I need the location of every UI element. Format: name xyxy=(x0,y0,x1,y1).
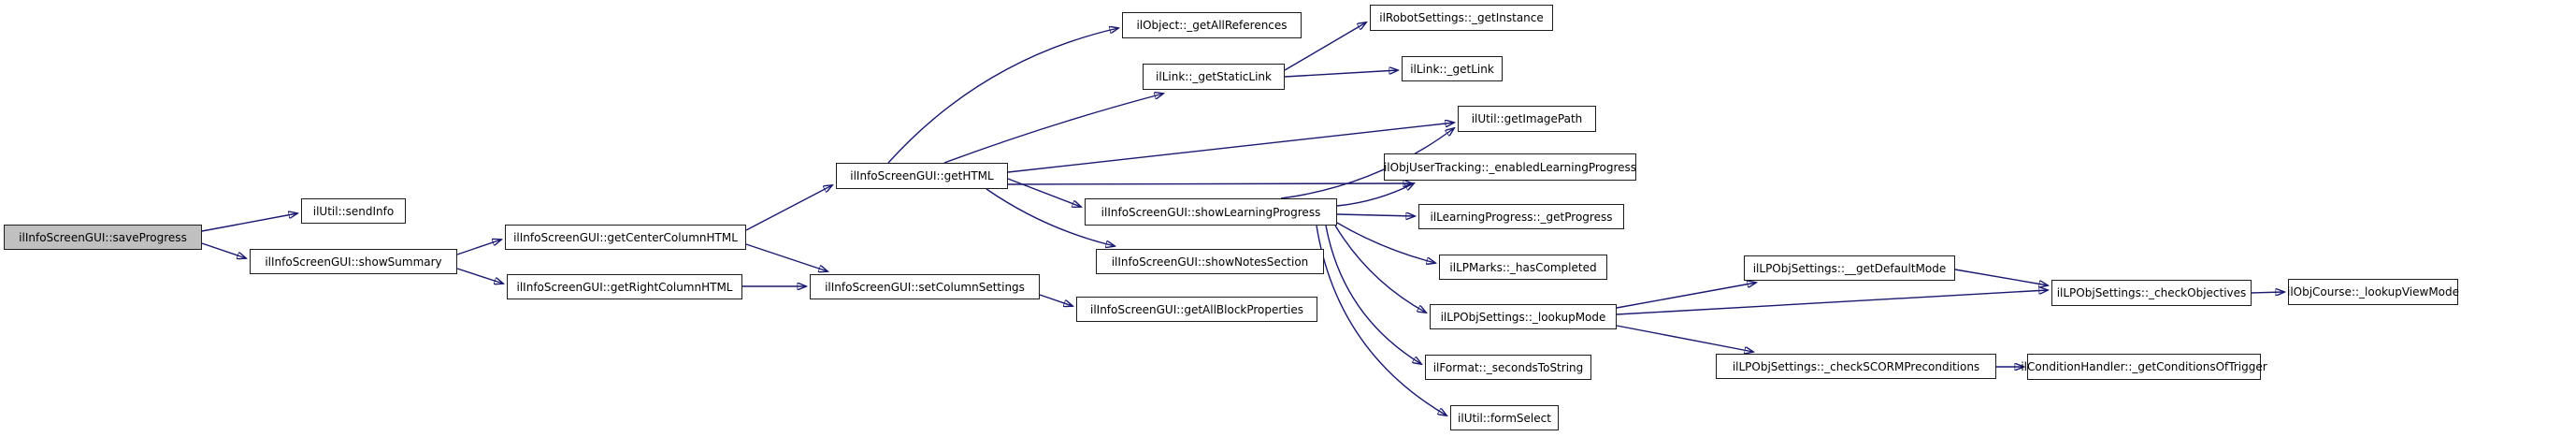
edge-showSummary-getCenterColumnHTML xyxy=(456,240,501,255)
edge-getHTML-getImagePath xyxy=(1007,123,1454,173)
edge-getStaticLink-getLink xyxy=(1284,70,1398,78)
graph-node-showNotesSection[interactable]: ilInfoScreenGUI::showNotesSection xyxy=(1096,249,1324,274)
graph-node-getConditionsOfTrigger[interactable]: ilConditionHandler::_getConditionsOfTrig… xyxy=(2021,354,2267,380)
edge-checkObjectives-lookupViewMode xyxy=(2251,292,2284,293)
edge-showLearningProgress-lookupMode xyxy=(1334,225,1426,313)
graph-node-checkObjectives[interactable]: ilLPObjSettings::_checkObjectives xyxy=(2051,280,2252,306)
graph-node-getImagePath[interactable]: ilUtil::getImagePath xyxy=(1458,106,1596,132)
graph-node-saveProgress: ilInfoScreenGUI::saveProgress xyxy=(4,225,202,250)
graph-node-enabledLearningProgress[interactable]: ilObjUserTracking::_enabledLearningProgr… xyxy=(1384,153,1636,181)
graph-node-hasCompleted[interactable]: ilLPMarks::_hasCompleted xyxy=(1439,255,1607,280)
edge-saveProgress-showSummary xyxy=(201,242,246,258)
edge-lookupMode-getDefaultMode xyxy=(1616,283,1756,309)
graph-node-setColumnSettings[interactable]: ilInfoScreenGUI::setColumnSettings xyxy=(810,274,1040,299)
graph-node-showLearningProgress[interactable]: ilInfoScreenGUI::showLearningProgress xyxy=(1085,198,1337,226)
graph-node-getCenterColumnHTML[interactable]: ilInfoScreenGUI::getCenterColumnHTML xyxy=(505,225,746,250)
graph-node-getLink[interactable]: ilLink::_getLink xyxy=(1402,56,1503,81)
edge-saveProgress-sendInfo xyxy=(201,213,297,232)
edge-getStaticLink-getInstance xyxy=(1284,22,1366,71)
graph-node-getProgress[interactable]: ilLearningProgress::_getProgress xyxy=(1418,204,1624,229)
graph-node-lookupMode[interactable]: ilLPObjSettings::_lookupMode xyxy=(1430,304,1617,329)
graph-node-secondsToString[interactable]: ilFormat::_secondsToString xyxy=(1425,355,1591,380)
graph-node-lookupViewMode[interactable]: ilObjCourse::_lookupViewMode xyxy=(2287,279,2459,305)
edge-showLearningProgress-hasCompleted xyxy=(1336,222,1435,263)
graph-node-getRightColumnHTML[interactable]: ilInfoScreenGUI::getRightColumnHTML xyxy=(507,274,742,299)
edge-setColumnSettings-getAllBlockProperties xyxy=(1039,294,1072,306)
edge-getHTML-getAllReferences xyxy=(887,28,1118,164)
graph-node-getInstance[interactable]: ilRobotSettings::_getInstance xyxy=(1370,5,1553,31)
graph-node-formSelect[interactable]: ilUtil::formSelect xyxy=(1450,405,1559,430)
graph-node-getStaticLink[interactable]: ilLink::_getStaticLink xyxy=(1143,64,1285,90)
edge-showLearningProgress-getImagePath xyxy=(1280,128,1454,199)
graph-node-getDefaultMode[interactable]: ilLPObjSettings::__getDefaultMode xyxy=(1744,255,1955,281)
edge-lookupMode-checkObjectives xyxy=(1616,290,2048,315)
edge-lookupMode-checkSCORMPreconditions xyxy=(1616,325,1753,352)
edge-getCenterColumnHTML-setColumnSettings xyxy=(745,243,827,271)
edge-showLearningProgress-secondsToString xyxy=(1325,225,1421,364)
edge-showLearningProgress-enabledLearningProgress xyxy=(1336,183,1414,207)
edge-showSummary-getRightColumnHTML xyxy=(456,268,503,284)
edge-getDefaultMode-checkObjectives xyxy=(1954,269,2048,285)
graph-node-sendInfo[interactable]: ilUtil::sendInfo xyxy=(301,198,406,224)
graph-node-showSummary[interactable]: ilInfoScreenGUI::showSummary xyxy=(250,249,457,274)
edge-getHTML-showLearningProgress xyxy=(1007,178,1081,207)
edge-getHTML-getStaticLink xyxy=(943,94,1163,164)
graph-node-getAllBlockProperties[interactable]: ilInfoScreenGUI::getAllBlockProperties xyxy=(1076,297,1317,322)
graph-node-checkSCORMPreconditions[interactable]: ilLPObjSettings::_checkSCORMPrecondition… xyxy=(1716,354,1996,379)
edge-getHTML-enabledLearningProgress xyxy=(1007,183,1412,184)
graph-node-getAllReferences[interactable]: ilObject::_getAllReferences xyxy=(1122,12,1302,38)
edge-getHTML-showNotesSection xyxy=(986,188,1115,246)
graph-node-getHTML[interactable]: ilInfoScreenGUI::getHTML xyxy=(836,163,1008,189)
edge-getCenterColumnHTML-getHTML xyxy=(745,185,832,231)
edge-showLearningProgress-formSelect xyxy=(1316,225,1446,415)
edge-showLearningProgress-getProgress xyxy=(1336,214,1415,216)
